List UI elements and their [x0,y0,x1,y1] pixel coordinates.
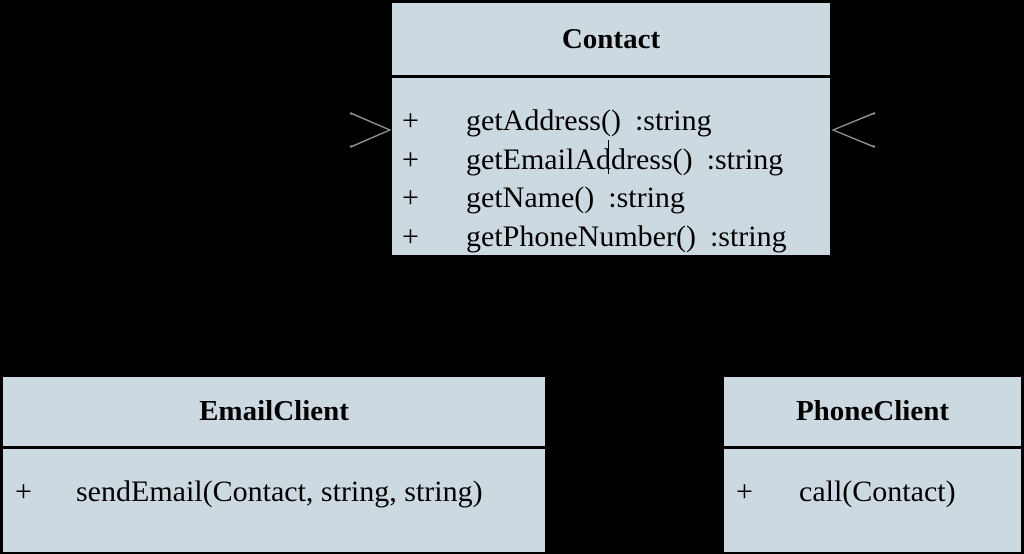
method-signature: getName() [466,181,595,215]
method-return-type: :string [709,219,787,253]
visibility-public: + [15,475,32,508]
email-client-class[interactable]: EmailClient + sendEmail(Contact, string,… [3,377,545,552]
method-signature: getAddress() [466,104,621,138]
method-get-address: + getAddress() :string [392,102,830,141]
method-call: + call(Contact) [724,475,1021,509]
contact-class-name: Contact [392,3,830,78]
email-client-class-name: EmailClient [3,377,545,449]
email-client-dependency-arrowhead [349,112,392,148]
visibility-public: + [402,142,419,176]
text-cursor [608,140,609,174]
method-send-email: + sendEmail(Contact, string, string) [3,475,545,509]
method-return-type: :string [608,181,685,215]
method-signature: sendEmail(Contact, string, string) [76,475,483,508]
email-client-methods: + sendEmail(Contact, string, string) [3,449,545,509]
contact-methods: + getAddress() :string + getEmailAddress… [392,78,830,256]
method-get-phone-number: + getPhoneNumber() :string [392,218,830,257]
phone-client-class[interactable]: PhoneClient + call(Contact) [724,377,1021,552]
email-client-dependency-arrowhead-inner [351,114,389,146]
method-get-email-address: + getEmailAddress() :string [392,141,830,180]
method-signature: call(Contact) [799,475,956,508]
visibility-public: + [402,219,419,253]
method-return-type: :string [634,104,712,138]
method-signature: getEmailAddress() [466,142,693,176]
contact-class[interactable]: Contact + getAddress() :string + getEmai… [392,3,830,255]
method-get-name: + getName() :string [392,179,830,218]
visibility-public: + [736,475,753,508]
visibility-public: + [402,104,419,138]
phone-client-methods: + call(Contact) [724,449,1021,509]
phone-client-class-name: PhoneClient [724,377,1021,449]
method-signature: getPhoneNumber() [466,219,696,253]
phone-client-dependency-arrowhead [831,112,876,148]
method-return-type: :string [706,142,784,176]
phone-client-dependency-arrowhead-inner [834,114,874,146]
visibility-public: + [402,181,419,215]
